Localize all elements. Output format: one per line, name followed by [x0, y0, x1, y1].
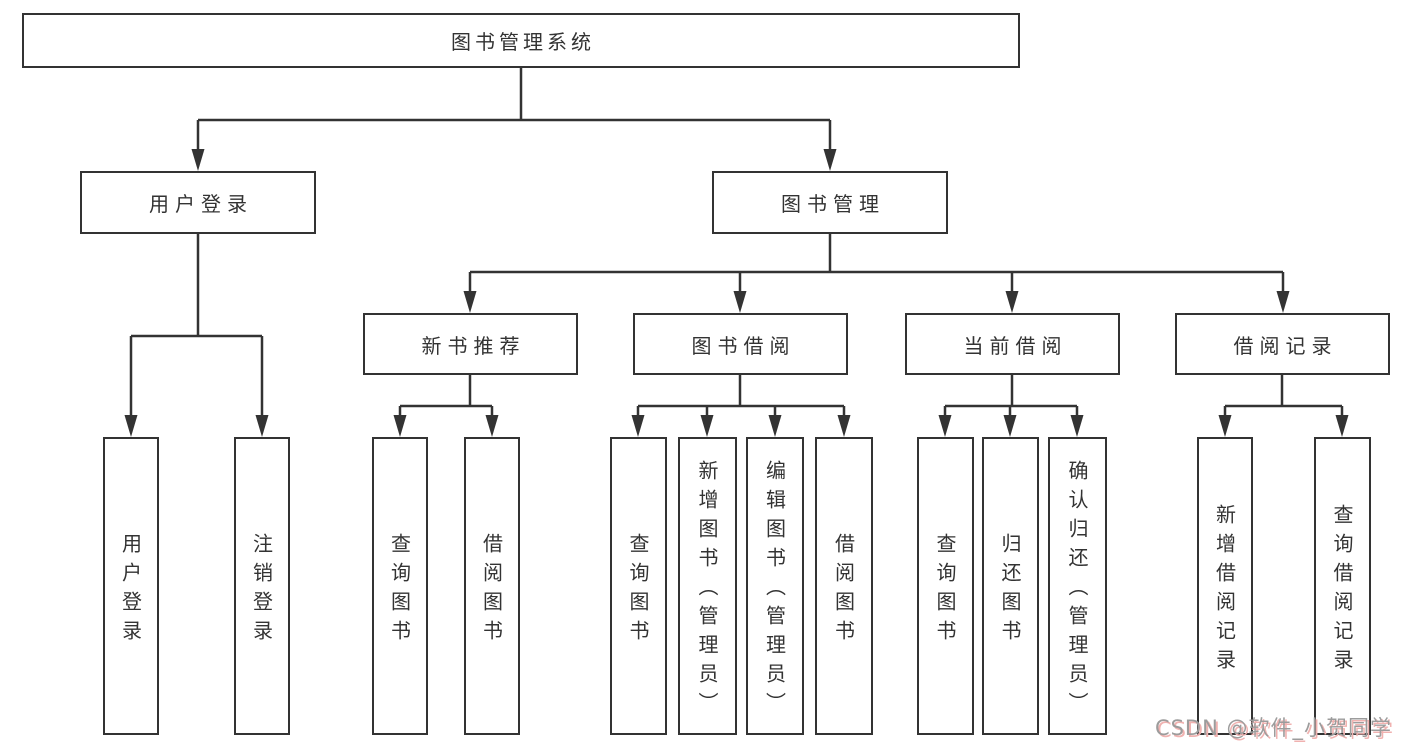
- arrow-down-icon: [191, 149, 205, 171]
- arrow-down-icon: [1005, 291, 1019, 313]
- node-leaf-query-books-borrowing: 查询图书: [610, 437, 667, 735]
- node-leaf-user-login: 用户登录: [103, 437, 159, 735]
- arrow-down-icon: [733, 291, 747, 313]
- node-library-management-system: 图书管理系统: [22, 13, 1020, 68]
- arrow-down-icon: [1276, 291, 1290, 313]
- arrow-down-icon: [823, 149, 837, 171]
- arrow-down-icon: [124, 415, 138, 437]
- arrow-down-icon: [1335, 415, 1349, 437]
- node-current-borrowing: 当前借阅: [905, 313, 1120, 375]
- node-leaf-query-books-current: 查询图书: [917, 437, 974, 735]
- node-leaf-confirm-return-admin: 确认归还（管理员）: [1048, 437, 1107, 735]
- arrow-down-icon: [1218, 415, 1232, 437]
- arrow-down-icon: [631, 415, 645, 437]
- arrow-down-icon: [393, 415, 407, 437]
- csdn-watermark: CSDN @软件_小贺同学: [1154, 716, 1392, 740]
- node-leaf-query-borrow-record: 查询借阅记录: [1314, 437, 1371, 735]
- arrow-down-icon: [1003, 415, 1017, 437]
- node-borrowing-records: 借阅记录: [1175, 313, 1390, 375]
- arrow-down-icon: [768, 415, 782, 437]
- node-book-management: 图书管理: [712, 171, 948, 234]
- arrow-down-icon: [938, 415, 952, 437]
- node-leaf-logout: 注销登录: [234, 437, 290, 735]
- arrow-down-icon: [1070, 415, 1084, 437]
- arrow-down-icon: [463, 291, 477, 313]
- node-book-borrowing: 图书借阅: [633, 313, 848, 375]
- node-leaf-query-books-recommend: 查询图书: [372, 437, 428, 735]
- arrow-down-icon: [485, 415, 499, 437]
- node-new-book-recommend: 新书推荐: [363, 313, 578, 375]
- node-leaf-edit-books-admin: 编辑图书（管理员）: [746, 437, 804, 735]
- node-leaf-borrow-books-borrowing: 借阅图书: [815, 437, 873, 735]
- arrow-down-icon: [255, 415, 269, 437]
- node-leaf-return-books: 归还图书: [982, 437, 1039, 735]
- node-leaf-add-books-admin: 新增图书（管理员）: [678, 437, 737, 735]
- node-leaf-add-borrow-record: 新增借阅记录: [1197, 437, 1253, 735]
- node-user-login-group: 用户登录: [80, 171, 316, 234]
- connector-lines: [129, 68, 1344, 418]
- arrow-down-icon: [700, 415, 714, 437]
- node-leaf-borrow-books-recommend: 借阅图书: [464, 437, 520, 735]
- arrow-down-icon: [837, 415, 851, 437]
- arrowheads: [124, 149, 1349, 437]
